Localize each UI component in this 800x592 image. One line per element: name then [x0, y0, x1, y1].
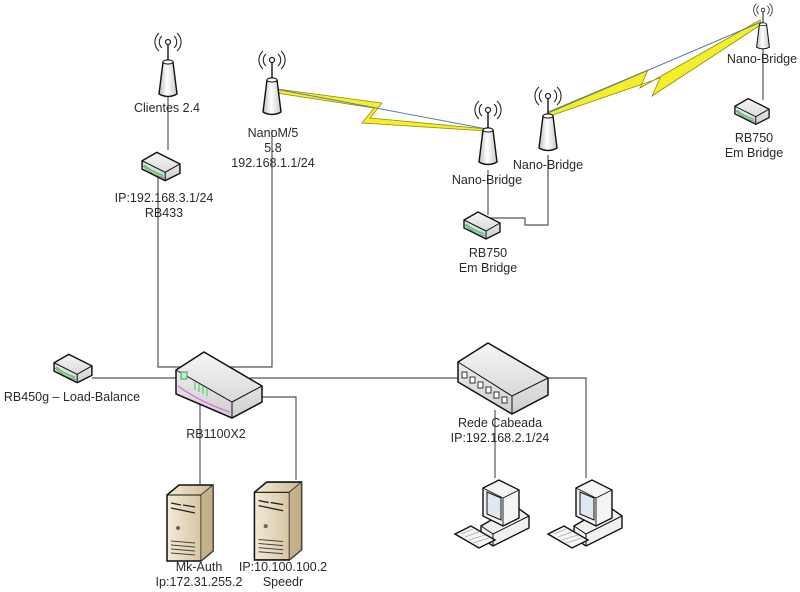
link-nanom5-rb1100 [230, 130, 273, 368]
speedr-label: IP:10.100.100.2 Speedr [239, 560, 327, 590]
clientes-antenna-icon [154, 32, 182, 98]
label-line: Mk-Auth [175, 560, 223, 574]
label-line: Rede Cabeada [457, 416, 543, 430]
link-rb433-rb1100 [157, 175, 184, 368]
label-line: Nano-Bridge [512, 158, 584, 172]
link-switch-pc2 [548, 377, 587, 478]
label-line: IP:192.168.3.1/24 [114, 191, 214, 205]
speedr-server-icon [253, 481, 303, 561]
wireless-link-2 [547, 19, 763, 117]
rb1100x2-label: RB1100X2 [186, 427, 246, 442]
workstation-1-icon [454, 479, 530, 549]
nano-bridge-2-label: Nano-Bridge [513, 158, 583, 173]
label-line: Em Bridge [724, 146, 784, 160]
rede-cabeada-label: Rede Cabeada IP:192.168.2.1/24 [451, 416, 550, 446]
label-line: RB750 [734, 131, 774, 145]
link-rb1100-speedr [262, 396, 297, 480]
mk-auth-label: Mk-Auth Ip:172.31.255.2 [156, 560, 243, 590]
rb750-right-router-icon [734, 97, 770, 126]
rb750-center-label: RB750 Em Bridge [459, 246, 517, 276]
label-line: Nano-Bridge [451, 173, 523, 187]
wireless-link-1 [269, 87, 488, 132]
rb433-label: IP:192.168.3.1/24 RB433 [115, 191, 214, 221]
label-line: RB450g – Load-Balance [3, 390, 141, 404]
label-line: RB433 [144, 206, 184, 220]
rb450g-router-icon [53, 353, 93, 384]
label-line: IP:10.100.100.2 [238, 560, 328, 574]
rb750-center-router-icon [463, 211, 501, 240]
rede-cabeada-switch-icon [457, 342, 549, 415]
mk-auth-server-icon [166, 484, 214, 562]
nano-bridge-1-antenna-icon [474, 100, 502, 166]
label-line: Nano-Bridge [726, 52, 798, 66]
rb750-right-label: RB750 Em Bridge [725, 131, 783, 161]
label-line: NanoM/5 [247, 126, 299, 140]
label-line: Speedr [262, 575, 304, 589]
wires [92, 48, 764, 490]
nano-bridge-1-label: Nano-Bridge [452, 173, 522, 188]
nano-bridge-2-antenna-icon [534, 86, 562, 152]
rb1100x2-router-icon [175, 351, 263, 419]
rb433-router-icon [141, 151, 181, 182]
label-line: RB1100X2 [186, 427, 246, 441]
nanom5-label: NanoM/5 5.8 192.168.1.1/24 [231, 126, 314, 171]
label-line: RB750 [468, 246, 508, 260]
label-line: Ip:172.31.255.2 [155, 575, 243, 589]
label-line: 192.168.1.1/24 [231, 156, 315, 170]
label-line: IP:192.168.2.1/24 [450, 431, 550, 445]
label-line: 5.8 [264, 141, 282, 155]
link-nb2-rb750 [488, 155, 549, 226]
nano-bridge-3-label: Nano-Bridge [727, 52, 797, 67]
label-line: Em Bridge [458, 261, 518, 275]
clientes-label: Clientes 2.4 [134, 101, 200, 116]
rb450g-label: RB450g – Load-Balance [4, 390, 140, 405]
label-line: Clientes 2.4 [133, 101, 201, 115]
workstation-2-icon [547, 479, 623, 549]
nanom5-antenna-icon [258, 50, 286, 116]
